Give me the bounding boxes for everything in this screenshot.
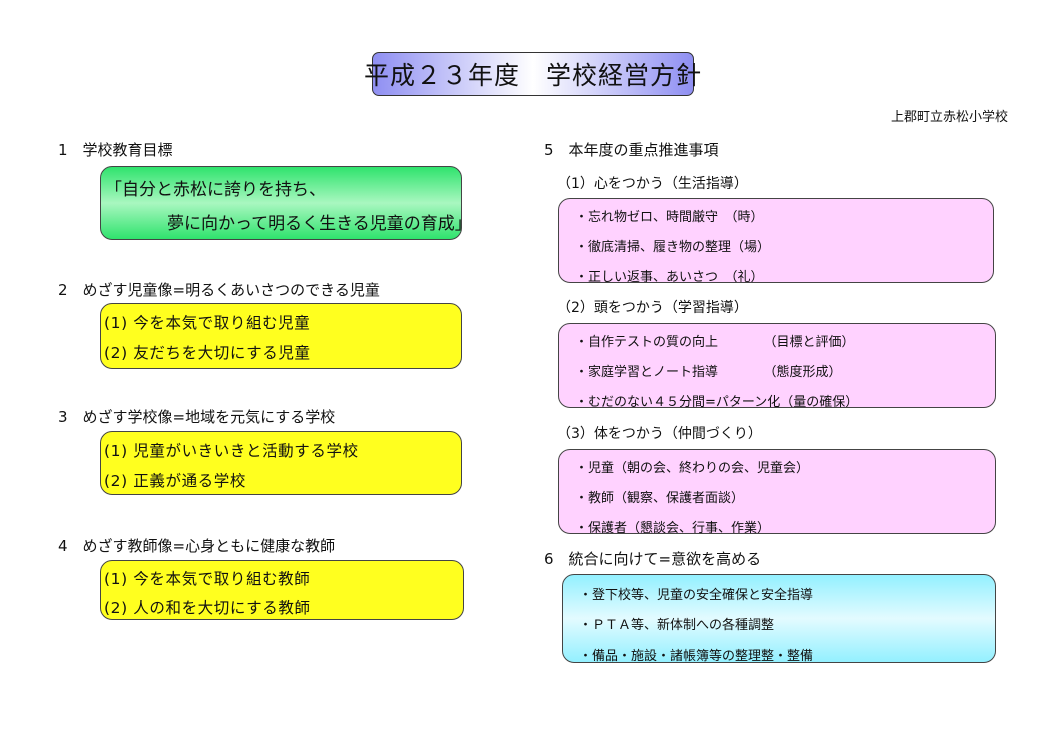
priority-group-1-item-2: ・徹底清掃、履き物の整理（場）: [575, 240, 771, 255]
priority-group-1-item-3: ・正しい返事、あいさつ （礼）: [575, 270, 764, 283]
section-1-heading: 1 学校教育目標: [58, 141, 173, 159]
section-2-heading: 2 めざす児童像=明るくあいさつのできる児童: [58, 281, 380, 299]
student-image-box: (1) 今を本気で取り組む児童 (2) 友だちを大切にする児童: [100, 303, 462, 369]
priority-group-2-item-3: ・むだのない４５分間=パターン化（量の確保）: [575, 395, 859, 408]
section-5-heading: 5 本年度の重点推進事項: [544, 141, 719, 159]
section-4-heading: 4 めざす教師像=心身ともに健康な教師: [58, 537, 336, 555]
section-3-heading: 3 めざす学校像=地域を元気にする学校: [58, 408, 336, 426]
integration-item-2: ・ＰＴＡ等、新体制への各種調整: [579, 618, 775, 633]
section-6-heading: 6 統合に向けて=意欲を高める: [544, 550, 762, 568]
priority-group-2-item-1: ・自作テストの質の向上 （目標と評価）: [575, 335, 855, 350]
school-image-item-1: (1) 児童がいきいきと活動する学校: [104, 442, 359, 460]
integration-item-3: ・備品・施設・諸帳簿等の整理整・整備: [579, 649, 814, 663]
teacher-image-item-1: (1) 今を本気で取り組む教師: [104, 570, 311, 588]
integration-item-1: ・登下校等、児童の安全確保と安全指導: [579, 588, 814, 603]
priority-group-1-item-1: ・忘れ物ゼロ、時間厳守 （時）: [575, 210, 764, 225]
student-image-item-2: (2) 友だちを大切にする児童: [104, 344, 311, 362]
student-image-item-1: (1) 今を本気で取り組む児童: [104, 314, 311, 332]
priority-group-2-title: （2）頭をつかう（学習指導）: [557, 300, 748, 316]
school-goal-box: 「自分と赤松に誇りを持ち、 夢に向かって明るく生きる児童の育成」: [100, 166, 462, 240]
priority-group-3-item-2: ・教師（観察、保護者面談）: [575, 491, 745, 506]
school-name: 上郡町立赤松小学校: [890, 110, 1008, 125]
teacher-image-box: (1) 今を本気で取り組む教師 (2) 人の和を大切にする教師: [100, 560, 464, 620]
priority-group-3-item-3: ・保護者（懇談会、行事、作業）: [575, 521, 771, 534]
integration-box: ・登下校等、児童の安全確保と安全指導 ・ＰＴＡ等、新体制への各種調整 ・備品・施…: [562, 574, 996, 663]
priority-group-3-item-1: ・児童（朝の会、終わりの会、児童会）: [575, 461, 810, 476]
priority-group-2-box: ・自作テストの質の向上 （目標と評価） ・家庭学習とノート指導 （態度形成） ・…: [558, 323, 996, 408]
school-image-box: (1) 児童がいきいきと活動する学校 (2) 正義が通る学校: [100, 431, 462, 495]
priority-group-3-title: （3）体をつかう（仲間づくり）: [557, 426, 762, 442]
priority-group-1-box: ・忘れ物ゼロ、時間厳守 （時） ・徹底清掃、履き物の整理（場） ・正しい返事、あ…: [558, 198, 994, 283]
school-image-item-2: (2) 正義が通る学校: [104, 472, 246, 490]
priority-group-1-title: （1）心をつかう（生活指導）: [557, 176, 748, 192]
priority-group-3-box: ・児童（朝の会、終わりの会、児童会） ・教師（観察、保護者面談） ・保護者（懇談…: [558, 449, 996, 534]
teacher-image-item-2: (2) 人の和を大切にする教師: [104, 599, 311, 617]
page-title: 平成２３年度 学校経営方針: [364, 52, 701, 96]
school-goal-line-2: 夢に向かって明るく生きる児童の育成」: [167, 214, 462, 234]
school-goal-line-1: 「自分と赤松に誇りを持ち、: [105, 180, 326, 200]
priority-group-2-item-2: ・家庭学習とノート指導 （態度形成）: [575, 365, 842, 380]
